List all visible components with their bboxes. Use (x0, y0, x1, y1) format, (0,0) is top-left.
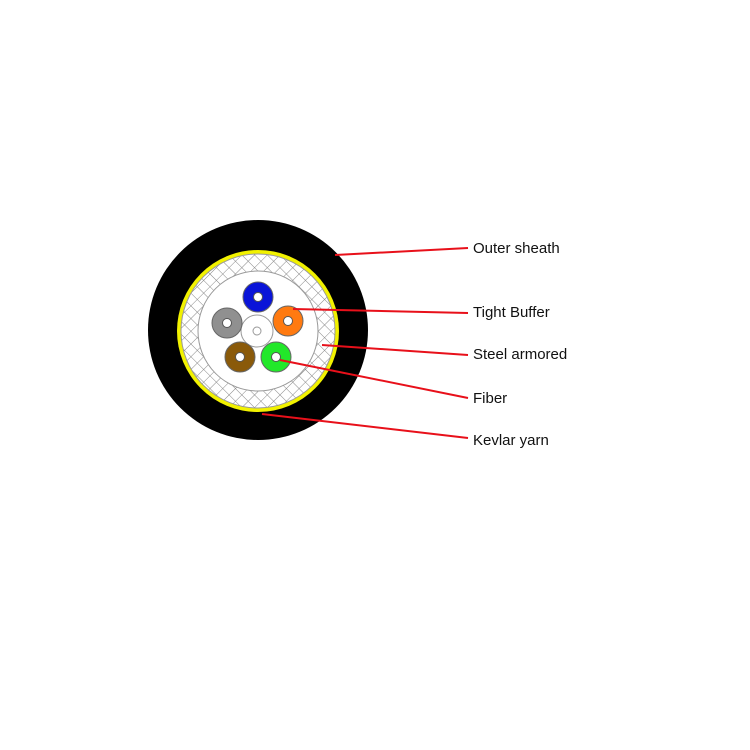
leader-outer-sheath (334, 247, 469, 256)
fiber-core (222, 318, 232, 328)
leader-lines (261, 247, 469, 439)
label-outer-sheath: Outer sheath (473, 240, 560, 257)
leader-kevlar-yarn (261, 413, 469, 439)
label-steel-armored: Steel armored (473, 346, 568, 363)
label-fiber: Fiber (473, 390, 508, 407)
fiber-core (283, 316, 293, 326)
leader-steel-armored (321, 344, 469, 356)
fiber-core (235, 352, 245, 362)
label-tight-buffer: Tight Buffer (473, 304, 550, 321)
fiber-core (253, 292, 263, 302)
label-kevlar-yarn: Kevlar yarn (473, 432, 549, 449)
leader-tight-buffer (292, 308, 469, 314)
leader-fiber (279, 359, 469, 399)
fiber-core (271, 352, 281, 362)
